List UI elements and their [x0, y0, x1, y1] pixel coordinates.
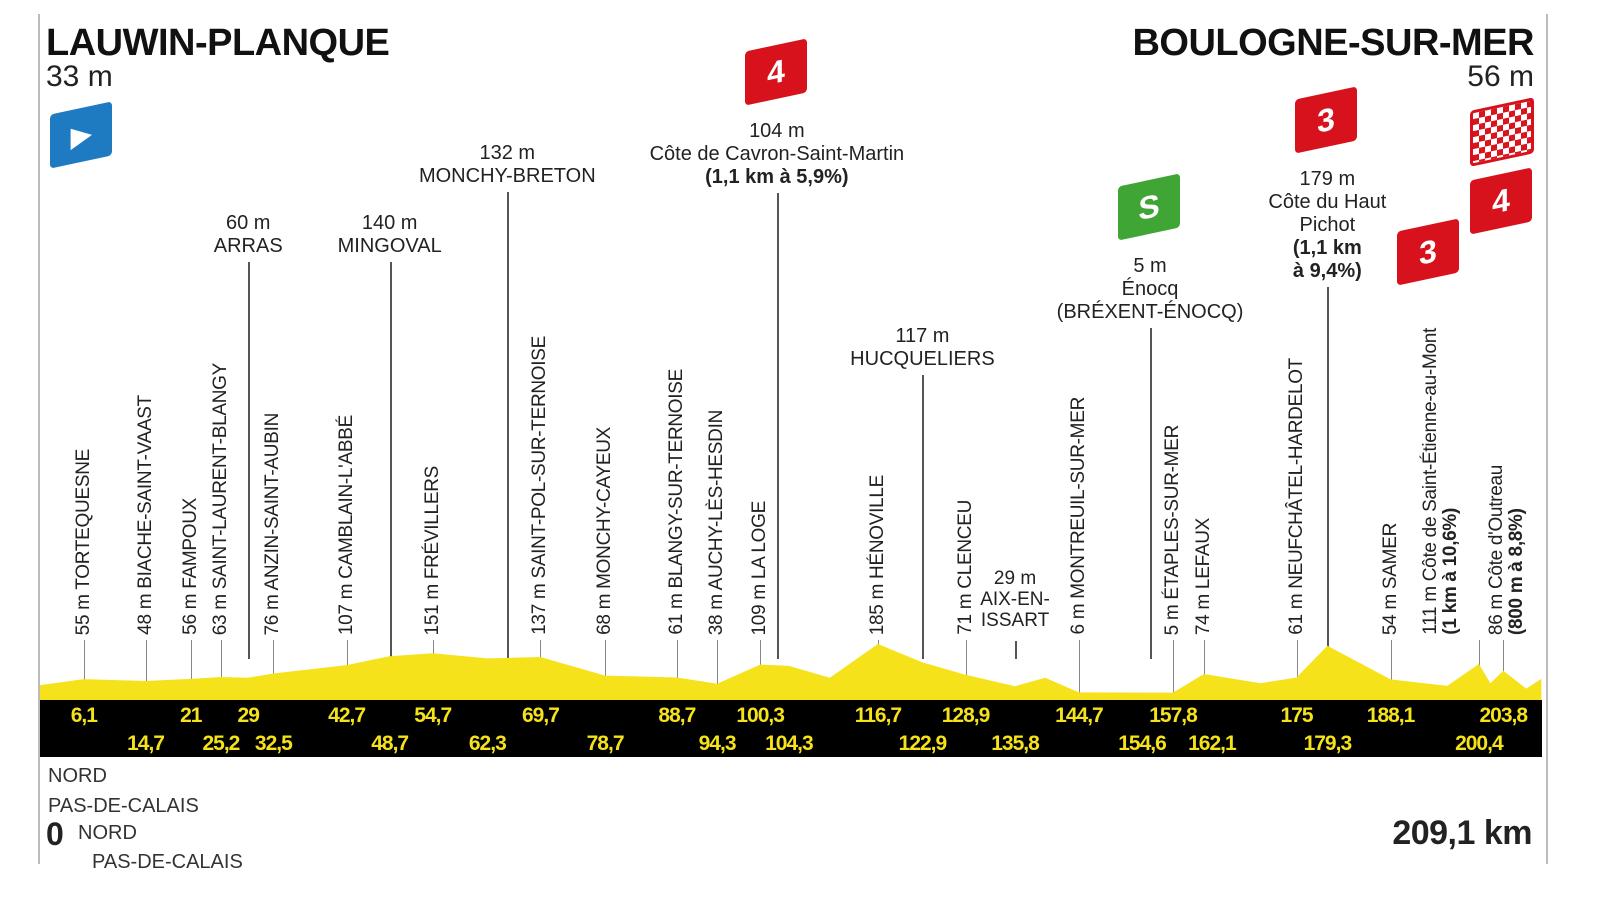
- start-km: 0: [46, 816, 64, 852]
- tick-line: [965, 640, 967, 698]
- tick-line: [83, 640, 85, 698]
- label-line: Énocq: [1121, 278, 1179, 300]
- label-line: ISSART: [980, 610, 1050, 631]
- km-band: [40, 700, 1542, 757]
- tick-line: [1173, 640, 1174, 698]
- pointer-line: [1150, 328, 1153, 659]
- label-line: 117 m: [895, 325, 950, 347]
- tick-line: [220, 640, 222, 698]
- label-line: MINGOVAL: [337, 235, 442, 257]
- total-distance: 209,1 km: [1392, 814, 1532, 852]
- km-marker: 179,3: [1303, 732, 1353, 755]
- km-marker: 116,7: [854, 704, 902, 727]
- pointer-line: [1015, 641, 1018, 659]
- km-marker: 29: [237, 704, 260, 727]
- department-nord: NORD: [48, 765, 107, 787]
- label-gradient: (1,1 km: [1292, 237, 1362, 259]
- frame: [38, 14, 1548, 864]
- tick-line: [1296, 640, 1298, 698]
- pointer-line: [1327, 287, 1330, 659]
- km-marker: 100,3: [736, 704, 785, 727]
- km-marker: 188,1: [1366, 704, 1416, 727]
- tick-line: [605, 640, 607, 698]
- label-line: 5 m: [1133, 255, 1167, 277]
- label-line: 60 m: [225, 212, 271, 234]
- km-marker: 122,9: [898, 732, 948, 755]
- km-marker: 200,4: [1455, 732, 1504, 755]
- finish-city: BOULOGNE-SUR-MER: [1132, 22, 1534, 64]
- km-marker: 21: [180, 704, 202, 727]
- label-line: 104 m: [749, 120, 805, 142]
- km-marker: 25,2: [202, 732, 240, 755]
- label-line: HUCQUELIERS: [850, 348, 995, 370]
- km-marker: 144,7: [1055, 704, 1104, 727]
- tick-line: [190, 640, 192, 698]
- km-marker: 69,7: [522, 704, 560, 727]
- tick-line: [145, 640, 147, 698]
- km-marker: 54,7: [414, 704, 452, 727]
- pointer-line: [922, 375, 925, 659]
- profile-area: [40, 644, 1542, 700]
- tick-line: [1390, 640, 1392, 698]
- pointer-line: [248, 262, 251, 659]
- km-marker: 94,3: [698, 732, 737, 755]
- label-gradient-2: à 9,4%): [1292, 260, 1362, 282]
- department-nord-2: NORD: [78, 822, 137, 844]
- km-marker: 157,8: [1149, 704, 1198, 727]
- start-city: LAUWIN-PLANQUE: [46, 22, 390, 64]
- department-pas-de-calais-2: PAS-DE-CALAIS: [92, 851, 243, 873]
- km-marker: 62,3: [468, 732, 507, 755]
- label-line: MONCHY-BRETON: [418, 165, 596, 187]
- start-altitude: 33 m: [46, 60, 113, 93]
- department-pas-de-calais: PAS-DE-CALAIS: [48, 795, 199, 817]
- km-marker: 6,1: [70, 704, 98, 727]
- label-line: 140 m: [361, 212, 418, 234]
- tick-line: [1078, 640, 1080, 698]
- km-marker: 32,5: [254, 732, 293, 755]
- label-line: Pichot: [1299, 214, 1356, 236]
- km-marker: 175: [1280, 704, 1313, 727]
- km-marker: 104,3: [765, 732, 814, 755]
- km-marker: 48,7: [371, 732, 409, 755]
- km-marker: 78,7: [586, 732, 625, 755]
- tick-line: [1203, 640, 1205, 698]
- finish-altitude: 56 m: [1467, 60, 1534, 93]
- label-line: 29 m: [993, 568, 1037, 589]
- label-line: ARRAS: [213, 235, 283, 257]
- km-marker: 203,8: [1479, 704, 1529, 727]
- tick-line: [273, 640, 275, 698]
- km-marker: 14,7: [127, 732, 165, 755]
- pointer-line: [389, 262, 392, 659]
- pointer-line: [507, 192, 510, 659]
- tick-line: [1503, 640, 1505, 698]
- label-line: Côte de Cavron-Saint-Martin: [649, 143, 905, 165]
- tick-line: [676, 640, 678, 698]
- label-line: AIX-EN-: [980, 589, 1050, 610]
- km-marker: 128,9: [941, 704, 991, 727]
- km-marker: 135,8: [991, 732, 1040, 755]
- pointer-line: [776, 193, 779, 659]
- km-marker: 162,1: [1188, 732, 1237, 755]
- km-marker: 154,6: [1118, 732, 1167, 755]
- label-line: 132 m: [479, 142, 536, 164]
- tick-line: [717, 640, 719, 698]
- label-line: 179 m: [1299, 168, 1356, 190]
- label-gradient: (1,1 km à 5,9%): [705, 166, 849, 188]
- km-marker: 42,7: [328, 704, 366, 727]
- label-line: (BRÉXENT-ÉNOCQ): [1056, 301, 1244, 323]
- km-marker: 88,7: [658, 704, 696, 727]
- label-line: Côte du Haut: [1268, 191, 1387, 213]
